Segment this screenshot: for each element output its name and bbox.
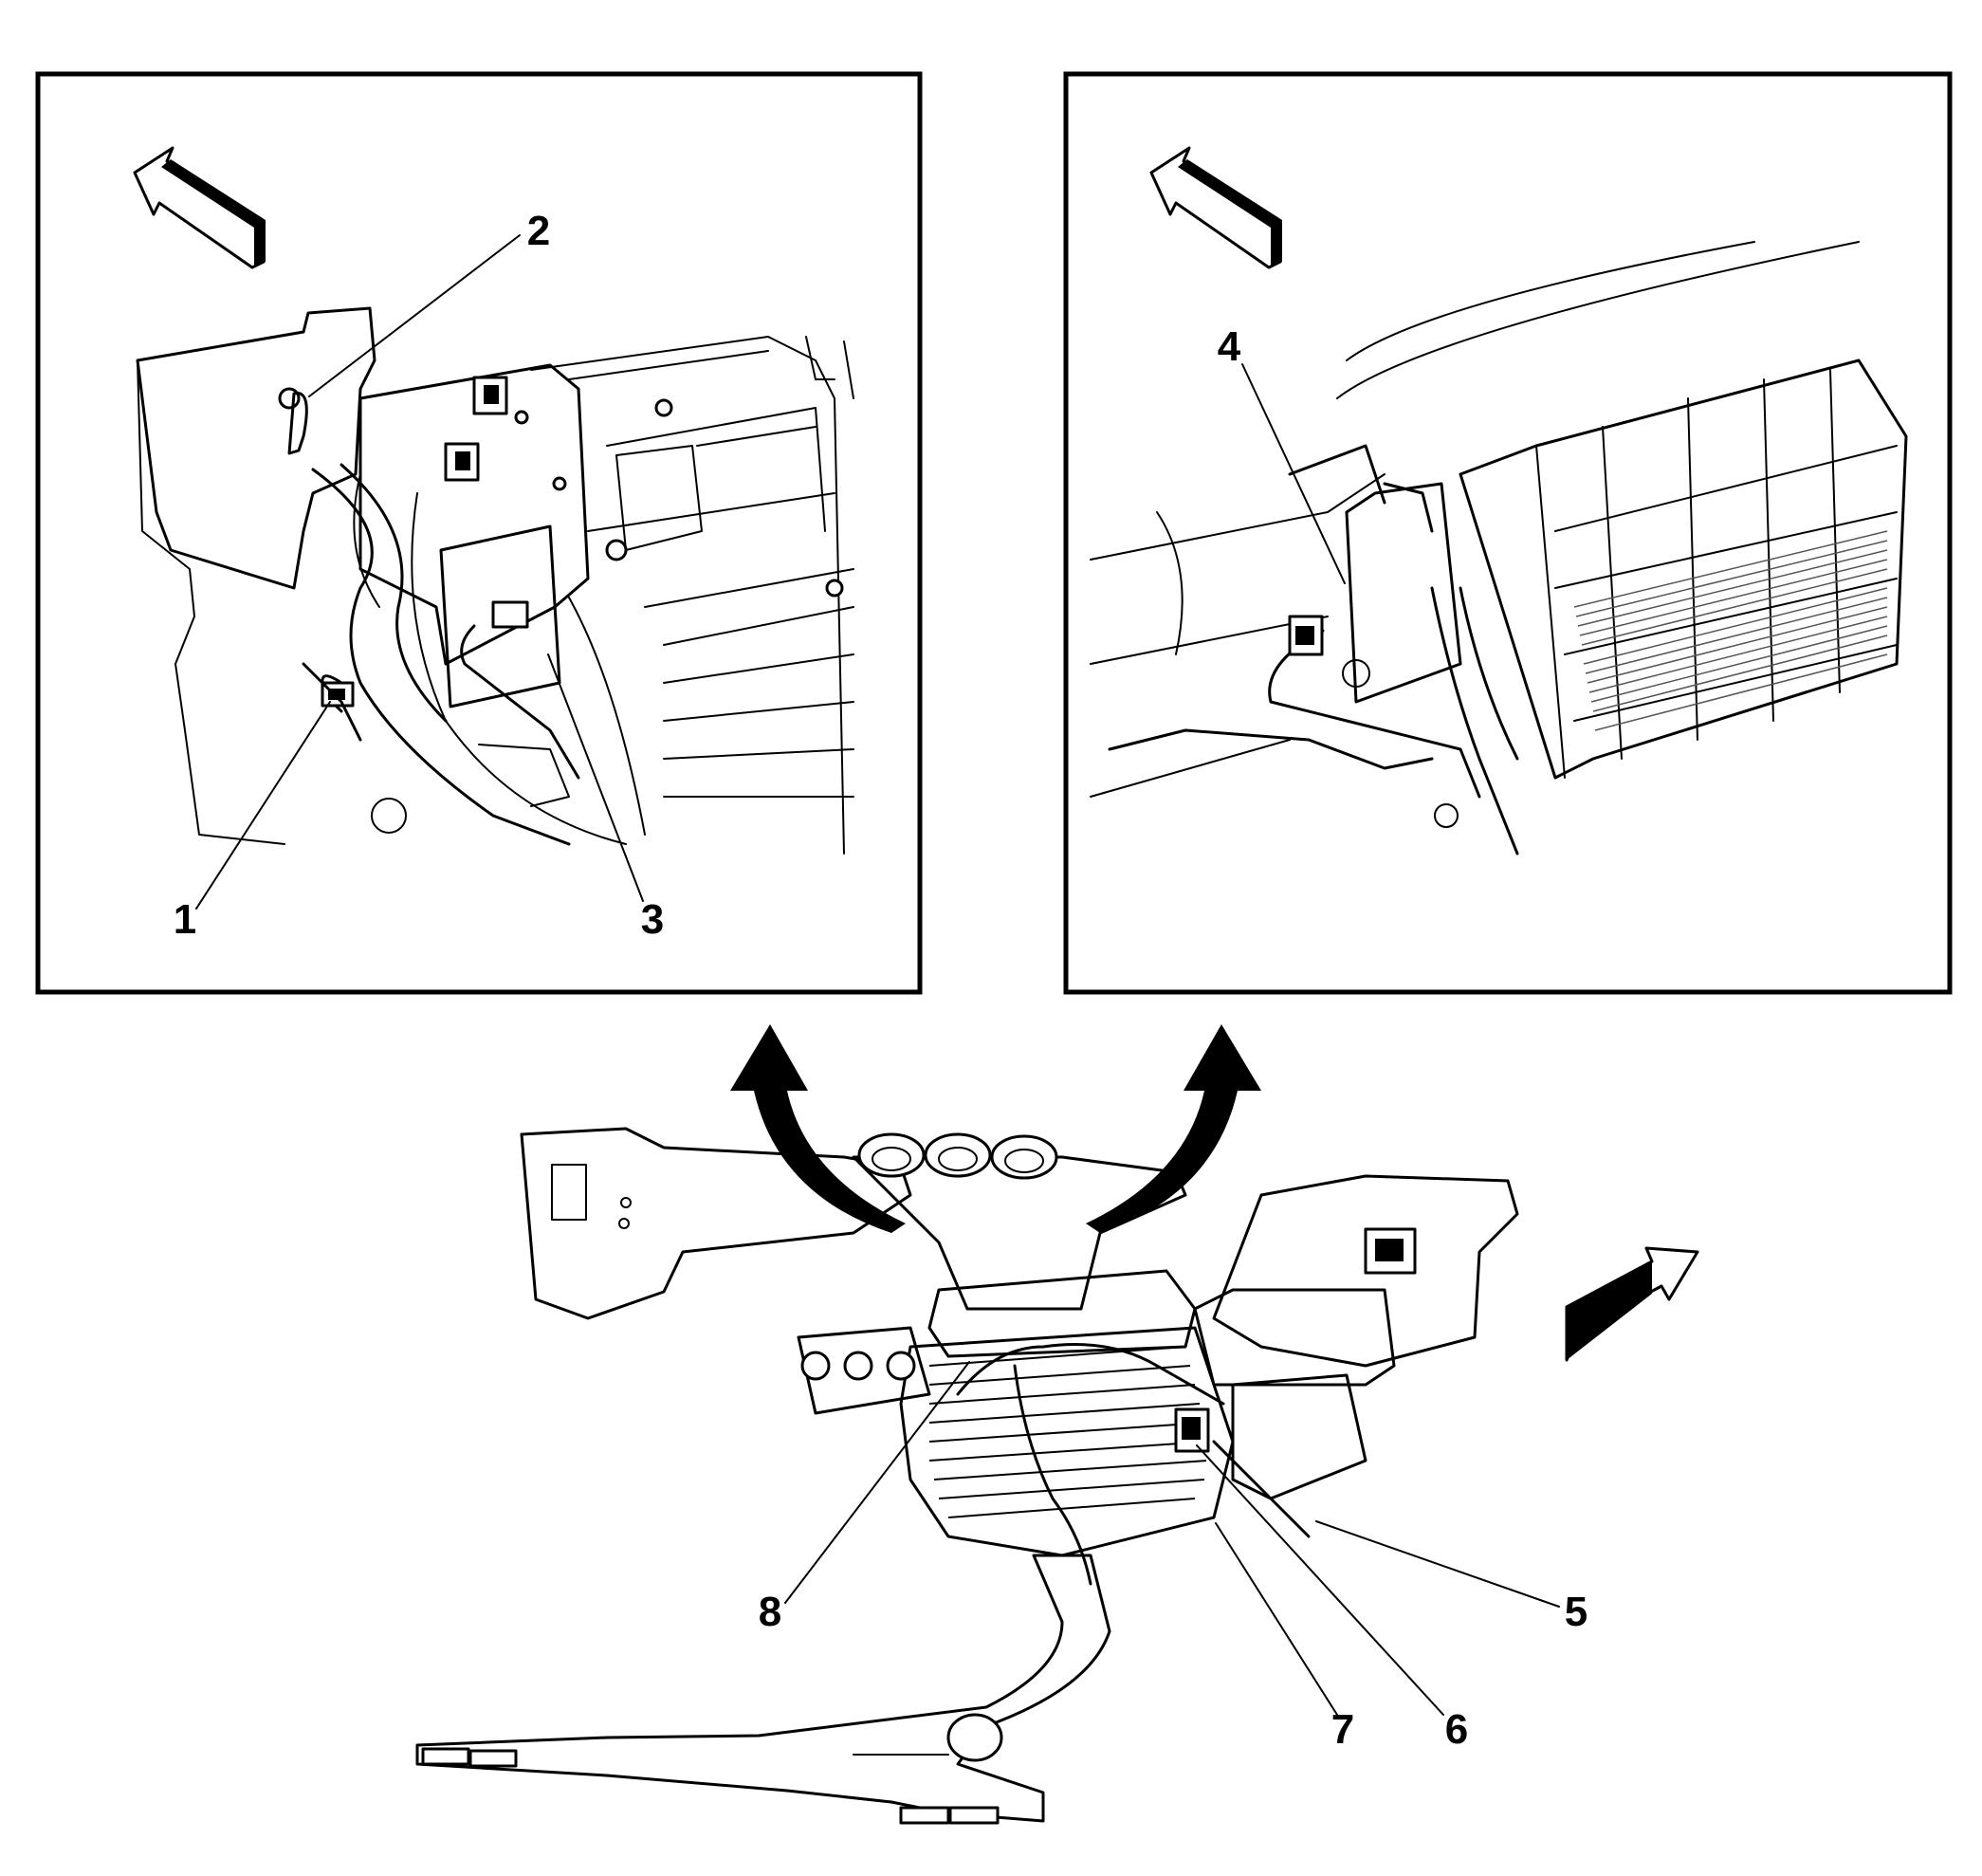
callout-6: 6	[1445, 1706, 1468, 1753]
callout-8: 8	[759, 1589, 781, 1635]
direction-arrow-right-panel	[1149, 146, 1282, 269]
pointer-arrow-left	[730, 1024, 906, 1233]
right-panel-leader-lines	[1241, 363, 1346, 584]
callout-7: 7	[1331, 1706, 1354, 1753]
left-panel-actuator-drawing	[278, 376, 844, 846]
direction-arrow-main	[1565, 1246, 1699, 1362]
right-panel-core-drawing	[1090, 241, 1908, 855]
callout-4: 4	[1218, 323, 1241, 370]
hvac-assembly-overview	[415, 1127, 1519, 1825]
detail-panel-left	[35, 71, 923, 995]
callout-2: 2	[527, 208, 550, 254]
detail-panel-right	[1063, 71, 1953, 995]
main-leader-lines	[784, 1361, 1560, 1716]
callout-5: 5	[1565, 1589, 1587, 1635]
left-panel-leader-lines	[195, 234, 644, 910]
callout-labels: 1 2 3 4 5 6 7 8	[174, 208, 1587, 1753]
callout-3: 3	[641, 896, 664, 943]
direction-arrow-left-panel	[133, 146, 266, 269]
left-panel-housing-drawing	[136, 306, 854, 855]
callout-1: 1	[174, 896, 196, 943]
pointer-arrow-right	[1086, 1024, 1261, 1233]
